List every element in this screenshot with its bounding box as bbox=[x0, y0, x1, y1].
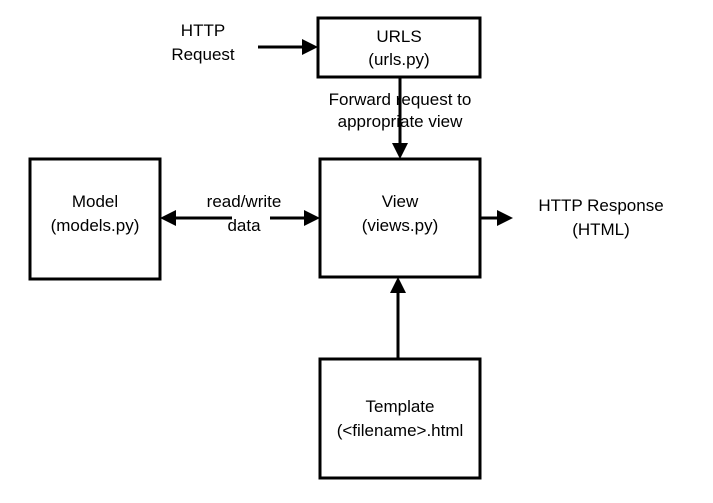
edge-view-to-model bbox=[160, 210, 232, 226]
http-request-label-line2: Request bbox=[171, 45, 235, 64]
http-response-label-line1: HTTP Response bbox=[538, 196, 663, 215]
model-box-label-line2: (models.py) bbox=[51, 216, 140, 235]
edge-urls-to-view bbox=[392, 77, 408, 159]
urls-box-label-line2: (urls.py) bbox=[368, 50, 429, 69]
edge-template-to-view bbox=[390, 277, 406, 359]
edge-model-to-view bbox=[270, 210, 320, 226]
arrow-head-up-icon bbox=[390, 277, 406, 293]
read-write-data-label-line1: read/write bbox=[207, 192, 282, 211]
forward-request-label-line1: Forward request to bbox=[329, 90, 472, 109]
edge-request-to-urls bbox=[258, 39, 318, 55]
arrow-head-down-icon bbox=[392, 143, 408, 159]
arrow-head-right-icon bbox=[302, 39, 318, 55]
read-write-data-label-line2: data bbox=[227, 216, 261, 235]
forward-request-label-line2: appropriate view bbox=[338, 112, 463, 131]
model-box-label-line1: Model bbox=[72, 192, 118, 211]
http-request-label-line1: HTTP bbox=[181, 21, 225, 40]
http-response-label-line2: (HTML) bbox=[572, 220, 630, 239]
arrow-head-left-icon bbox=[160, 210, 176, 226]
arrow-head-right-icon bbox=[304, 210, 320, 226]
model-box[interactable] bbox=[28, 157, 162, 281]
arrow-head-right-icon bbox=[497, 210, 513, 226]
view-box-label-line1: View bbox=[382, 192, 419, 211]
view-box-label-line2: (views.py) bbox=[362, 216, 439, 235]
template-box-label-line1: Template bbox=[366, 397, 435, 416]
edge-view-to-response bbox=[480, 210, 513, 226]
template-box-label-line2: (<filename>.html bbox=[337, 421, 464, 440]
template-box[interactable] bbox=[318, 357, 482, 480]
urls-box-label-line1: URLS bbox=[376, 27, 421, 46]
urls-box[interactable] bbox=[316, 16, 482, 79]
